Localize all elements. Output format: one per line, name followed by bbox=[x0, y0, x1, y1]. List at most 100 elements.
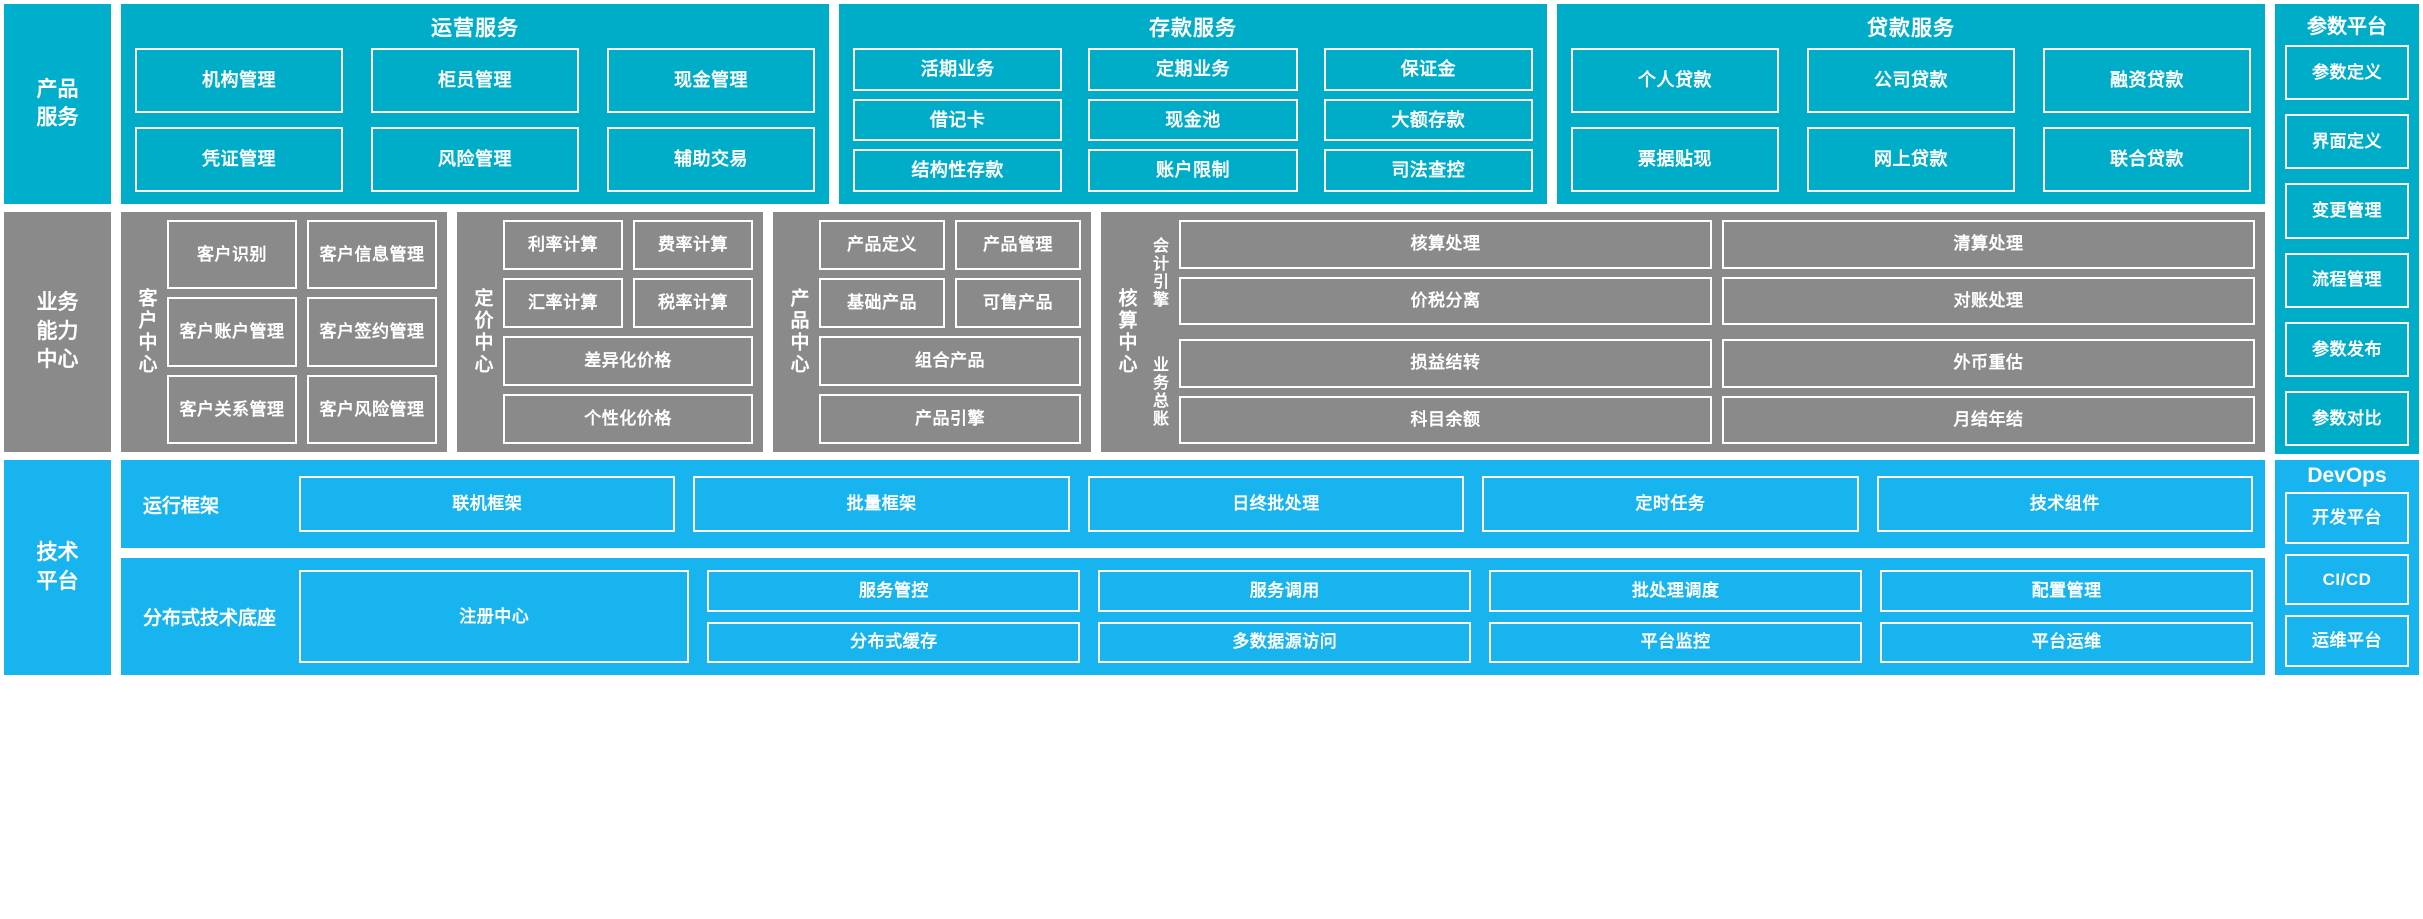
tech-tile-end-of-day-batch[interactable]: 日终批处理 bbox=[1087, 476, 1465, 532]
service-tile-time-deposit[interactable]: 定期业务 bbox=[1088, 48, 1298, 91]
service-tile-bill-discount[interactable]: 票据贴现 bbox=[1571, 127, 1779, 192]
capability-tile-customer-relationship-management[interactable]: 客户关系管理 bbox=[167, 374, 297, 444]
accounting-subgroup-ledger: 业务总账 损益结转 外币重估 科目余额 月结年结 bbox=[1143, 339, 2255, 444]
center-product: 产品中心 产品定义 产品管理 基础产品 可售产品 组合产品 产品引擎 bbox=[773, 212, 1091, 452]
subgroup-label-accounting-engine: 会计引擎 bbox=[1150, 236, 1167, 309]
service-tile-large-deposit[interactable]: 大额存款 bbox=[1323, 98, 1533, 142]
service-tile-cash-pool[interactable]: 现金池 bbox=[1088, 98, 1298, 142]
business-capability-layer: 业务 能力 中心 客户中心 客户识别 客户信息管理 客户账户管理 客户签约管理 … bbox=[0, 212, 2423, 452]
capability-tile-foreign-currency-revaluation[interactable]: 外币重估 bbox=[1722, 339, 2255, 388]
parameter-rail-spacer bbox=[2275, 212, 2419, 452]
tech-label-distributed-base: 分布式技术底座 bbox=[143, 608, 277, 629]
capability-tile-base-product[interactable]: 基础产品 bbox=[819, 278, 945, 328]
parameter-tile-change-management[interactable]: 变更管理 bbox=[2285, 183, 2409, 239]
parameter-tile-compare[interactable]: 参数对比 bbox=[2285, 390, 2409, 447]
capability-tile-accounting-processing[interactable]: 核算处理 bbox=[1179, 220, 1712, 269]
tech-tile-online-framework[interactable]: 联机框架 bbox=[299, 476, 676, 532]
product-services-layer: 产品 服务 运营服务 机构管理 柜员管理 现金管理 凭证管理 风险管理 辅助交易… bbox=[0, 4, 2423, 454]
capability-tile-settlement-processing[interactable]: 清算处理 bbox=[1722, 220, 2255, 269]
capability-tile-profit-loss-carryover[interactable]: 损益结转 bbox=[1179, 339, 1712, 388]
service-tile-cash-management[interactable]: 现金管理 bbox=[607, 48, 815, 113]
tech-tile-service-invocation[interactable]: 服务调用 bbox=[1098, 570, 1472, 612]
service-tile-risk-management[interactable]: 风险管理 bbox=[371, 127, 579, 192]
capability-tile-account-balance[interactable]: 科目余额 bbox=[1179, 395, 1712, 444]
capability-tile-customer-account-management[interactable]: 客户账户管理 bbox=[167, 297, 297, 367]
layer-label-technology-platform: 技术 平台 bbox=[4, 460, 111, 675]
capability-tile-product-engine[interactable]: 产品引擎 bbox=[819, 394, 1081, 444]
devops-title: DevOps bbox=[2307, 464, 2387, 487]
devops-tile-development-platform[interactable]: 开发平台 bbox=[2285, 492, 2409, 544]
capability-tile-product-definition[interactable]: 产品定义 bbox=[819, 220, 945, 270]
tech-tile-technical-component[interactable]: 技术组件 bbox=[1876, 476, 2254, 532]
service-tile-auxiliary-transaction[interactable]: 辅助交易 bbox=[607, 127, 815, 192]
tech-block-distributed-base: 分布式技术底座 注册中心 服务管控 分布式缓存 服务调用 多数据源访问 bbox=[121, 558, 2265, 675]
tech-tile-batch-framework[interactable]: 批量框架 bbox=[693, 476, 1070, 532]
service-tile-financing-loan[interactable]: 融资贷款 bbox=[2043, 48, 2251, 113]
parameter-platform-panel: 参数平台 参数定义 界面定义 变更管理 流程管理 参数发布 参数对比 bbox=[2275, 4, 2419, 454]
parameter-tile-ui-definition[interactable]: 界面定义 bbox=[2285, 114, 2409, 170]
parameter-platform-title: 参数平台 bbox=[2307, 16, 2387, 38]
parameter-tile-process-management[interactable]: 流程管理 bbox=[2285, 252, 2409, 308]
service-tile-corporate-loan[interactable]: 公司贷款 bbox=[1807, 48, 2015, 113]
center-label-product: 产品中心 bbox=[787, 288, 809, 376]
tech-block-runtime-framework: 运行框架 联机框架 批量框架 日终批处理 定时任务 技术组件 bbox=[121, 460, 2265, 548]
service-tile-online-loan[interactable]: 网上贷款 bbox=[1807, 127, 2015, 192]
tech-tile-batch-scheduling[interactable]: 批处理调度 bbox=[1489, 570, 1863, 612]
service-group-operations: 运营服务 机构管理 柜员管理 现金管理 凭证管理 风险管理 辅助交易 bbox=[121, 4, 829, 204]
service-tile-structured-deposit[interactable]: 结构性存款 bbox=[853, 149, 1063, 192]
capability-tile-customer-info-management[interactable]: 客户信息管理 bbox=[307, 220, 437, 290]
group-title-deposit: 存款服务 bbox=[1149, 17, 1237, 40]
tech-tile-multi-datasource-access[interactable]: 多数据源访问 bbox=[1098, 621, 1472, 663]
parameter-tile-publish[interactable]: 参数发布 bbox=[2285, 321, 2409, 377]
technology-platform-layer: 技术 平台 运行框架 联机框架 批量框架 日终批处理 定时任务 技术组件 分布式… bbox=[0, 460, 2423, 675]
capability-tile-product-management[interactable]: 产品管理 bbox=[955, 220, 1081, 270]
capability-centers: 客户中心 客户识别 客户信息管理 客户账户管理 客户签约管理 客户关系管理 客户… bbox=[121, 212, 2265, 452]
capability-tile-month-year-end-closing[interactable]: 月结年结 bbox=[1722, 395, 2255, 444]
service-tile-syndicated-loan[interactable]: 联合贷款 bbox=[2043, 127, 2251, 192]
capability-tile-differentiated-pricing[interactable]: 差异化价格 bbox=[503, 336, 753, 386]
tech-tile-distributed-cache[interactable]: 分布式缓存 bbox=[707, 621, 1081, 663]
capability-tile-interest-rate-calculation[interactable]: 利率计算 bbox=[503, 220, 623, 270]
devops-tile-operations-platform[interactable]: 运维平台 bbox=[2285, 615, 2409, 668]
service-group-loan: 贷款服务 个人贷款 公司贷款 融资贷款 票据贴现 网上贷款 联合贷款 bbox=[1557, 4, 2265, 204]
capability-tile-composite-product[interactable]: 组合产品 bbox=[819, 336, 1081, 386]
service-tile-teller-management[interactable]: 柜员管理 bbox=[371, 48, 579, 113]
capability-tile-exchange-rate-calculation[interactable]: 汇率计算 bbox=[503, 278, 623, 328]
layer-label-product-services: 产品 服务 bbox=[4, 4, 111, 204]
tech-label-runtime-framework: 运行框架 bbox=[143, 495, 220, 517]
tech-tile-platform-monitoring[interactable]: 平台监控 bbox=[1489, 621, 1863, 663]
tech-tile-registry-center[interactable]: 注册中心 bbox=[299, 570, 690, 663]
center-label-accounting: 核算中心 bbox=[1115, 288, 1137, 376]
service-tile-debit-card[interactable]: 借记卡 bbox=[853, 98, 1063, 142]
service-group-deposit: 存款服务 活期业务 定期业务 保证金 借记卡 现金池 大额存款 结构性存款 账户… bbox=[839, 4, 1547, 204]
service-tile-personal-loan[interactable]: 个人贷款 bbox=[1571, 48, 1779, 113]
center-label-pricing: 定价中心 bbox=[471, 288, 493, 376]
devops-tile-cicd[interactable]: CI/CD bbox=[2285, 553, 2409, 606]
service-tile-account-restriction[interactable]: 账户限制 bbox=[1088, 149, 1298, 192]
capability-tile-personalized-pricing[interactable]: 个性化价格 bbox=[503, 394, 753, 444]
tech-tile-config-management[interactable]: 配置管理 bbox=[1880, 570, 2254, 612]
tech-tile-scheduled-task[interactable]: 定时任务 bbox=[1482, 476, 1859, 532]
capability-tile-reconciliation-processing[interactable]: 对账处理 bbox=[1722, 276, 2255, 325]
center-accounting: 核算中心 会计引擎 核算处理 清算处理 价税分离 对账处理 bbox=[1101, 212, 2265, 452]
capability-tile-customer-identification[interactable]: 客户识别 bbox=[167, 220, 297, 290]
capability-tile-sellable-product[interactable]: 可售产品 bbox=[955, 278, 1081, 328]
tech-tile-platform-operations[interactable]: 平台运维 bbox=[1880, 621, 2254, 663]
capability-tile-price-tax-separation[interactable]: 价税分离 bbox=[1179, 276, 1712, 325]
service-tile-judicial-control[interactable]: 司法查控 bbox=[1323, 149, 1533, 192]
subgroup-label-business-ledger: 业务总账 bbox=[1150, 355, 1167, 428]
capability-tile-customer-contract-management[interactable]: 客户签约管理 bbox=[307, 297, 437, 367]
tech-tile-service-governance[interactable]: 服务管控 bbox=[707, 570, 1081, 612]
layer-label-business-capability: 业务 能力 中心 bbox=[4, 212, 111, 452]
parameter-tile-definition[interactable]: 参数定义 bbox=[2285, 45, 2409, 101]
capability-tile-tax-rate-calculation[interactable]: 税率计算 bbox=[633, 278, 753, 328]
capability-tile-customer-risk-management[interactable]: 客户风险管理 bbox=[307, 374, 437, 444]
service-tile-demand-deposit[interactable]: 活期业务 bbox=[853, 48, 1063, 91]
capability-tile-fee-rate-calculation[interactable]: 费率计算 bbox=[633, 220, 753, 270]
service-tile-voucher-management[interactable]: 凭证管理 bbox=[135, 127, 343, 192]
service-tile-org-management[interactable]: 机构管理 bbox=[135, 48, 343, 113]
group-title-operations: 运营服务 bbox=[431, 17, 519, 40]
devops-panel: DevOps 开发平台 CI/CD 运维平台 bbox=[2275, 460, 2419, 675]
service-tile-margin[interactable]: 保证金 bbox=[1323, 48, 1533, 91]
